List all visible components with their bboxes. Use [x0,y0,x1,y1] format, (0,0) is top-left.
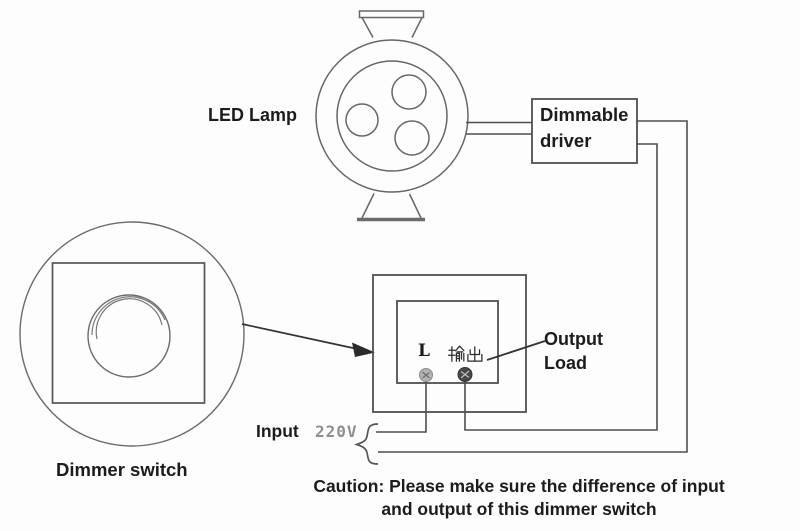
input-label: Input [256,421,299,441]
lamp-bottom-trapezoid [361,193,422,219]
dimmer-switch-icon [19,221,245,447]
driver-label-line1: Dimmable [540,104,629,125]
terminal-live-label: L [418,341,430,361]
dimmer-box-inner [396,300,499,384]
lamp-top-trapezoid [361,17,423,38]
input-brace [353,423,379,465]
lamp-outer-circle [315,39,469,193]
cn-char-chu [467,346,483,362]
caution-line2: and output of this dimmer switch [381,499,657,519]
screw-cross [422,371,430,379]
lamp-led-2 [345,103,379,137]
dimmer-switch-box [372,274,527,413]
caution-line1: Caution: Please make sure the difference… [313,476,725,496]
voltage-label: 220V [315,422,358,441]
terminal-screw-live [419,368,433,382]
output-terminal-wire [464,143,658,431]
terminal-output-cn-label [447,345,483,362]
output-load-label: Output Load [544,327,603,375]
led-lamp-label: LED Lamp [208,105,298,125]
lamp-top-bar [358,10,425,19]
knob-arc-inner [95,298,163,340]
caution-text: Caution: Please make sure the difference… [245,475,793,521]
dimmer-knob [87,294,171,378]
output-label-line1: Output [544,329,603,349]
dimmer-box-outer [372,274,527,413]
dimmable-driver-label: Dimmable driver [540,102,628,154]
driver-input-wire [378,120,688,453]
lamp-led-1 [391,74,427,110]
lamp-inner-circle [336,60,448,172]
arrow-shaft [241,323,370,353]
dimmer-switch-label: Dimmer switch [56,459,188,480]
output-pointer-line [486,340,546,361]
output-label-line2: Load [544,353,587,373]
terminal-screw-output [457,367,473,382]
dimmer-zoom-circle [19,221,245,447]
wires [376,120,688,453]
dimmable-driver-box [531,98,638,164]
cn-char-shu [447,345,465,362]
arrow-head [352,342,375,357]
dimmer-faceplate [51,262,206,404]
driver-label-line2: driver [540,130,592,151]
knob-arc-outer [91,296,166,336]
led-lamp-icon [315,10,469,222]
screw-cross [460,370,470,379]
pointer-arrow [241,323,375,357]
lamp-led-3 [394,120,430,156]
live-terminal-wire [376,381,427,433]
